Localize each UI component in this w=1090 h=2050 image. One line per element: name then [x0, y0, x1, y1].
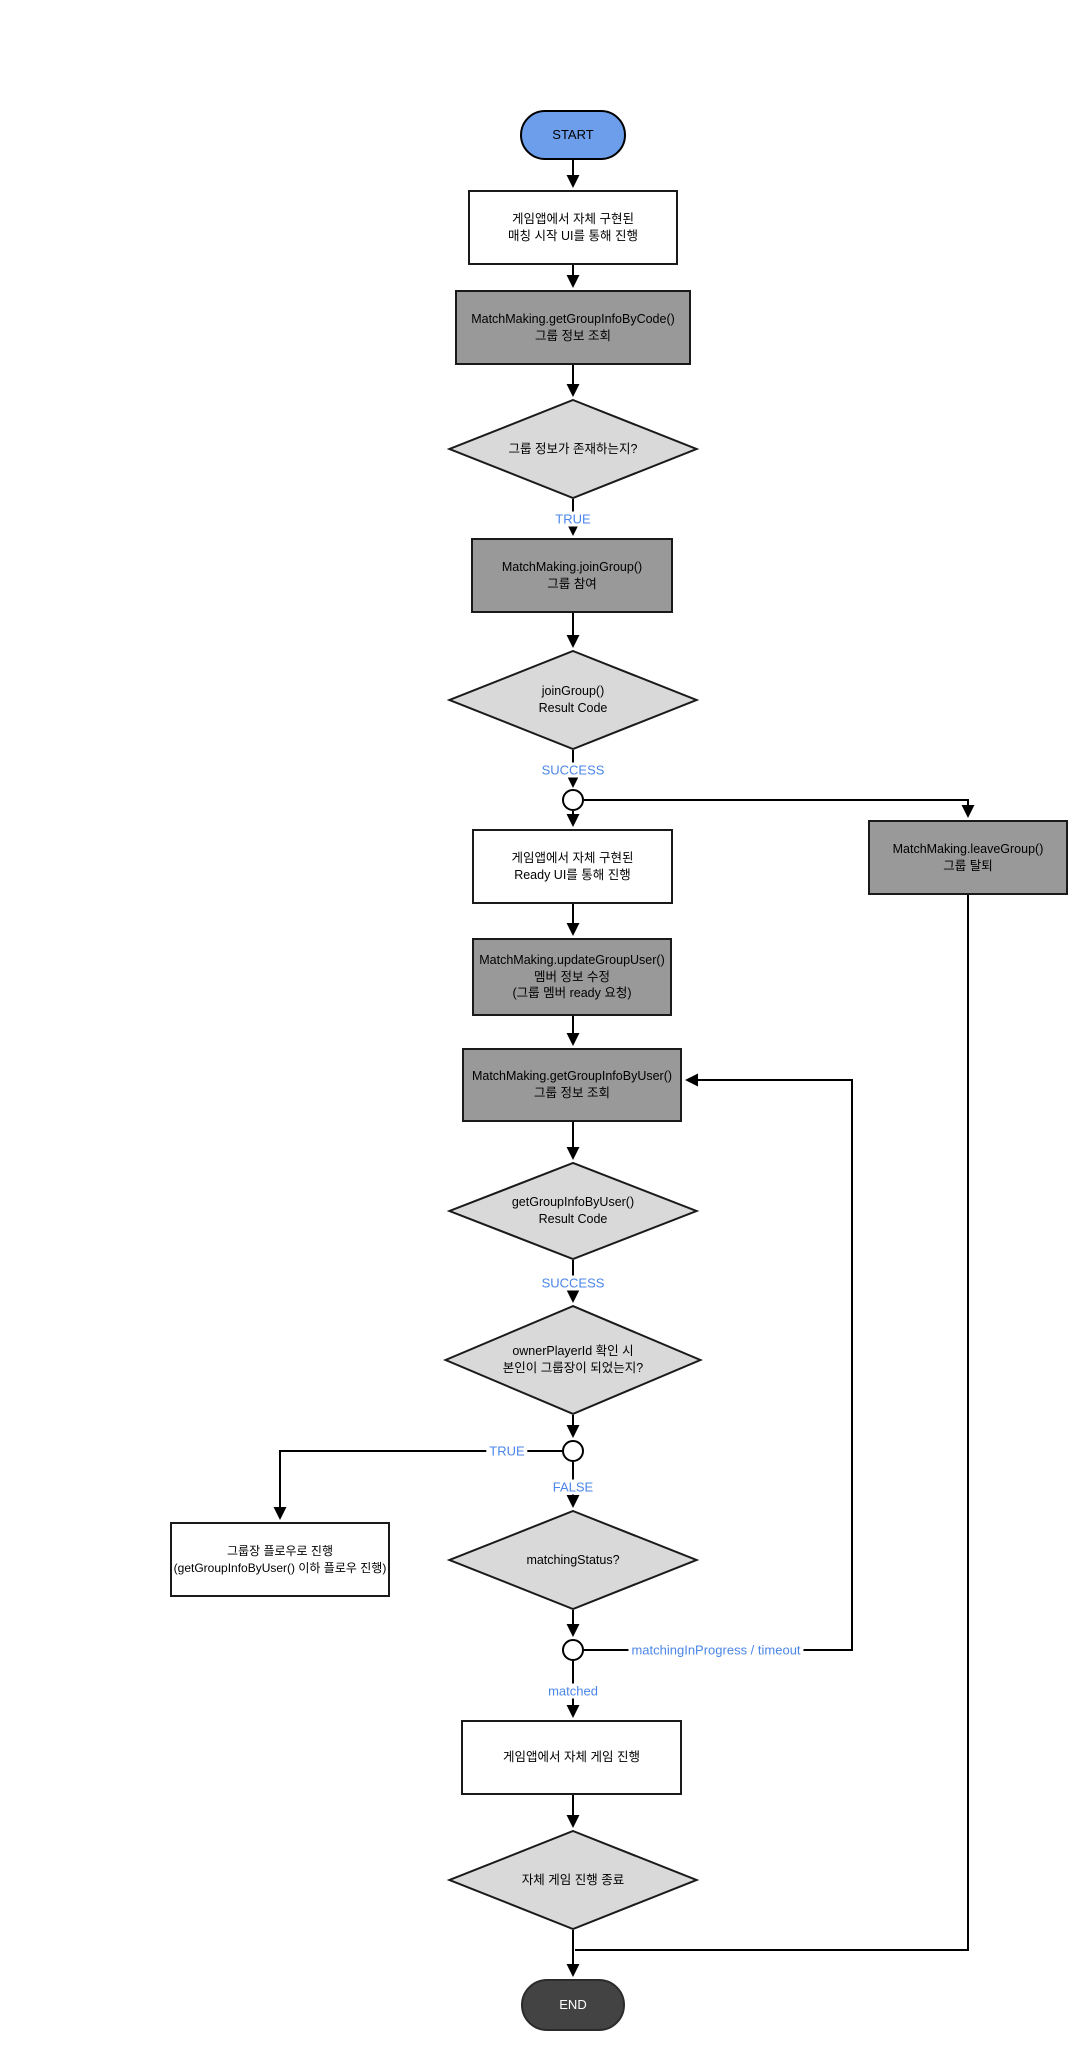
connector-owner-branch: [562, 1440, 584, 1462]
api-get-group-info-by-user-label: MatchMaking.getGroupInfoByUser() 그룹 정보 조…: [471, 1069, 673, 1100]
diamond-shape: [447, 650, 699, 750]
edge-owner-true-to-leaderflow: [273, 1450, 562, 1520]
decision-get-info-result: getGroupInfoByUser() Result Code: [447, 1162, 699, 1260]
edge-label-success-join: SUCCESS: [538, 762, 608, 778]
edge-label-true-owner: TRUE: [486, 1443, 528, 1459]
process-game-play: 게임앱에서 자체 게임 진행: [461, 1720, 682, 1795]
decision-join-result-label: joinGroup() Result Code: [538, 684, 608, 715]
edge-connector-to-leavegroup: [584, 799, 975, 818]
decision-owner-check: ownerPlayerId 확인 시 본인이 그룹장이 되었는지?: [443, 1305, 703, 1415]
decision-get-info-result-label: getGroupInfoByUser() Result Code: [511, 1195, 635, 1226]
api-get-group-info-by-code-label: MatchMaking.getGroupInfoByCode() 그룹 정보 조…: [471, 311, 675, 343]
api-join-group-label: MatchMaking.joinGroup() 그룹 참여: [501, 559, 643, 591]
api-leave-group-label: MatchMaking.leaveGroup() 그룹 탈퇴: [892, 841, 1044, 873]
decision-group-exists-label: 그룹 정보가 존재하는지?: [508, 441, 638, 456]
api-leave-group: MatchMaking.leaveGroup() 그룹 탈퇴: [868, 820, 1068, 895]
decision-owner-check-label: ownerPlayerId 확인 시 본인이 그룹장이 되었는지?: [502, 1344, 644, 1375]
edge-label-success-get-info: SUCCESS: [538, 1275, 608, 1291]
api-get-group-info-by-user: MatchMaking.getGroupInfoByUser() 그룹 정보 조…: [462, 1048, 682, 1122]
process-match-ui-label: 게임앱에서 자체 구현된 매칭 시작 UI를 통해 진행: [508, 211, 638, 243]
start-label: START: [552, 127, 594, 143]
decision-group-exists: 그룹 정보가 존재하는지?: [447, 399, 699, 499]
connector-matching-branch: [562, 1639, 584, 1661]
edge-label-matching-in-progress: matchingInProgress / timeout: [628, 1642, 804, 1658]
decision-join-result: joinGroup() Result Code: [447, 650, 699, 750]
diamond-shape: [443, 1305, 703, 1415]
edge-leavegroup-to-merge: [575, 895, 969, 1951]
api-join-group: MatchMaking.joinGroup() 그룹 참여: [471, 538, 673, 613]
diamond-shape: [447, 1162, 699, 1260]
connector-after-join-success: [562, 789, 584, 811]
decision-game-end-label: 자체 게임 진행 종료: [521, 1872, 625, 1887]
diamond-shape: [447, 1510, 699, 1610]
diamond-shape: [447, 1830, 699, 1930]
process-leader-flow-label: 그룹장 플로우로 진행 (getGroupInfoByUser() 이하 플로우…: [173, 1544, 387, 1575]
end-node: END: [521, 1979, 625, 2031]
process-leader-flow: 그룹장 플로우로 진행 (getGroupInfoByUser() 이하 플로우…: [170, 1522, 390, 1597]
edge-label-matched: matched: [545, 1683, 601, 1699]
diamond-shape: [447, 399, 699, 499]
process-game-play-label: 게임앱에서 자체 게임 진행: [503, 1750, 640, 1765]
start-node: START: [520, 110, 626, 160]
edge-label-true-group-exists: TRUE: [552, 511, 594, 527]
api-update-group-user: MatchMaking.updateGroupUser() 멤버 정보 수정 (…: [472, 938, 672, 1016]
api-get-group-info-by-code: MatchMaking.getGroupInfoByCode() 그룹 정보 조…: [455, 290, 691, 365]
api-update-group-user-label: MatchMaking.updateGroupUser() 멤버 정보 수정 (…: [479, 952, 665, 1001]
process-ready-ui: 게임앱에서 자체 구현된 Ready UI를 통해 진행: [472, 829, 673, 904]
decision-game-end: 자체 게임 진행 종료: [447, 1830, 699, 1930]
decision-matching-status-label: matchingStatus?: [526, 1552, 620, 1567]
process-match-ui: 게임앱에서 자체 구현된 매칭 시작 UI를 통해 진행: [468, 190, 678, 265]
end-label: END: [559, 1997, 587, 2013]
edge-label-false-owner: FALSE: [549, 1479, 597, 1495]
decision-matching-status: matchingStatus?: [447, 1510, 699, 1610]
process-ready-ui-label: 게임앱에서 자체 구현된 Ready UI를 통해 진행: [511, 850, 634, 882]
